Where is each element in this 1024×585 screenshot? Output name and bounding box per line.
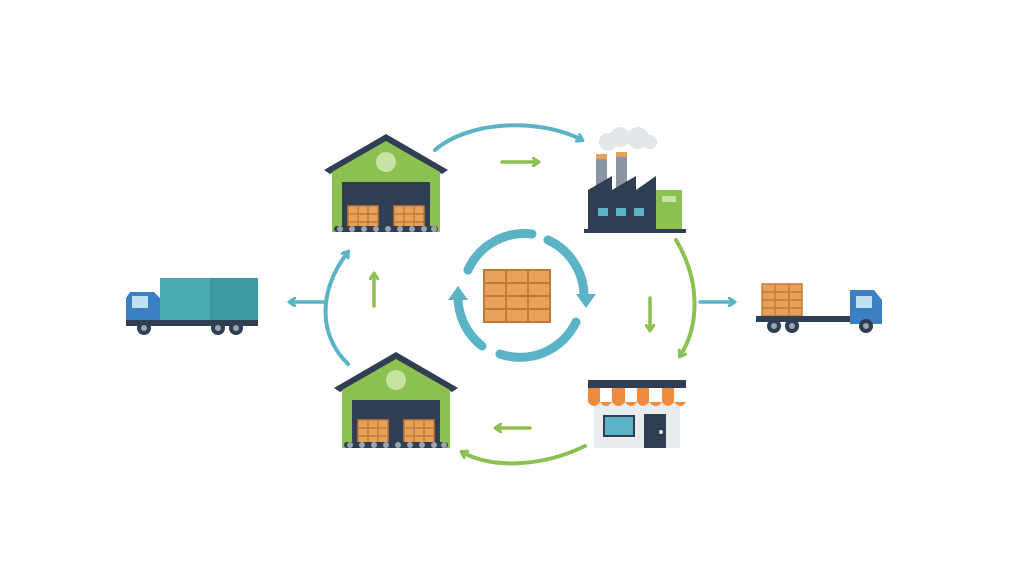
flow-arc-store-to-warehouse [462,444,587,466]
box-truck-icon [126,278,258,335]
center-cycle-icon [448,229,596,362]
factory-icon [584,127,686,233]
store-icon [588,380,686,448]
warehouse-icon [334,352,458,448]
flow-arc-warehouse-to-factory [433,123,582,152]
flatbed-truck-with-pallets-icon [756,283,882,333]
flow-arc-warehouse-to-warehouse [323,252,349,366]
flow-arc-factory-to-store [674,238,697,356]
warehouse-icon [324,134,448,232]
pallet-icon [483,269,551,323]
